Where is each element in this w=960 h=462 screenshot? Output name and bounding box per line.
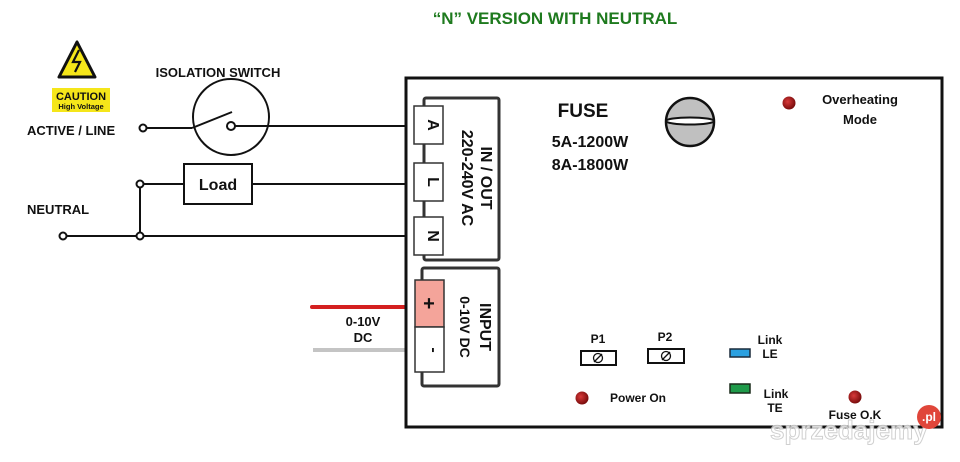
adjust-screw-icon <box>592 352 604 364</box>
ac-block-label: IN / OUT <box>477 146 494 209</box>
fuse-rating-1: 5A-1200W <box>552 134 629 151</box>
load-label: Load <box>199 177 237 194</box>
high-voltage-warning-icon <box>57 40 97 79</box>
link-le-code: LE <box>762 347 777 361</box>
watermark-badge <box>917 405 941 429</box>
ac-voltage-label: 220-240V AC <box>458 130 475 227</box>
caution-text: CAUTION <box>56 91 106 103</box>
power-on-led-icon <box>575 391 589 405</box>
fuse-ok-led-icon <box>848 390 862 404</box>
switch-contact-icon <box>191 111 233 129</box>
adjust-screw-icon <box>660 350 672 362</box>
link-te-code: TE <box>767 401 782 415</box>
terminal-negative-label: - <box>425 347 442 352</box>
dc-block-label: INPUT <box>476 303 493 351</box>
terminal-l[interactable] <box>413 162 444 202</box>
fuse-ok-label: Fuse O.K <box>829 408 882 422</box>
terminal-n-label: N <box>424 230 441 242</box>
terminal-negative[interactable] <box>414 326 445 373</box>
pot-2-label: P2 <box>658 330 673 344</box>
caution-sign: CAUTION High Voltage <box>52 40 110 112</box>
lightning-bolt-icon <box>71 49 82 73</box>
isolation-switch-label: ISOLATION SWITCH <box>156 65 281 80</box>
active-line-wiring <box>138 78 418 156</box>
diagram-title: “N” VERSION WITH NEUTRAL <box>433 9 678 28</box>
dc-voltage-label: 0-10V <box>346 314 381 329</box>
overheating-led-icon <box>782 96 796 110</box>
terminal-a-label: A <box>424 119 441 131</box>
terminal-a[interactable] <box>413 105 444 145</box>
potentiometer-p1[interactable] <box>580 350 617 366</box>
dc-input-block: + - INPUT 0-10V DC <box>414 266 501 388</box>
dc-type-label: DC <box>354 330 373 345</box>
ac-terminal-block: A L N IN / OUT 220-240V AC <box>413 96 501 262</box>
dc-voltage-range-label: 0-10V DC <box>457 296 473 357</box>
isolation-switch-icon[interactable] <box>192 78 270 156</box>
load-box[interactable] <box>183 163 253 205</box>
terminal-positive-label: + <box>423 293 435 315</box>
neutral-terminal-icon <box>58 231 68 241</box>
watermark-text: sprzedajemy <box>770 415 928 445</box>
fuse-holder-icon[interactable] <box>664 96 716 148</box>
neutral-label: NEUTRAL <box>27 202 89 217</box>
neutral-wiring: Load <box>58 163 418 241</box>
overheating-mode-label: Mode <box>843 112 877 127</box>
watermark-badge-text: .pl <box>922 410 936 424</box>
terminal-l-label: L <box>424 177 441 187</box>
potentiometer-p2[interactable] <box>647 348 685 364</box>
terminal-n[interactable] <box>413 216 444 256</box>
link-le-jumper[interactable] <box>729 348 751 358</box>
power-on-label: Power On <box>610 391 666 405</box>
fuse-label: FUSE <box>558 101 609 122</box>
link-le-label: Link <box>758 333 783 347</box>
active-line-label: ACTIVE / LINE <box>27 123 115 138</box>
overheating-label: Overheating <box>822 92 898 107</box>
active-terminal-icon <box>138 123 148 133</box>
pot-1-label: P1 <box>591 332 606 346</box>
link-te-jumper[interactable] <box>729 383 751 394</box>
fuse-rating-2: 8A-1800W <box>552 157 629 174</box>
link-te-label: Link <box>764 387 789 401</box>
caution-label-bg <box>52 88 110 112</box>
high-voltage-text: High Voltage <box>58 102 103 111</box>
